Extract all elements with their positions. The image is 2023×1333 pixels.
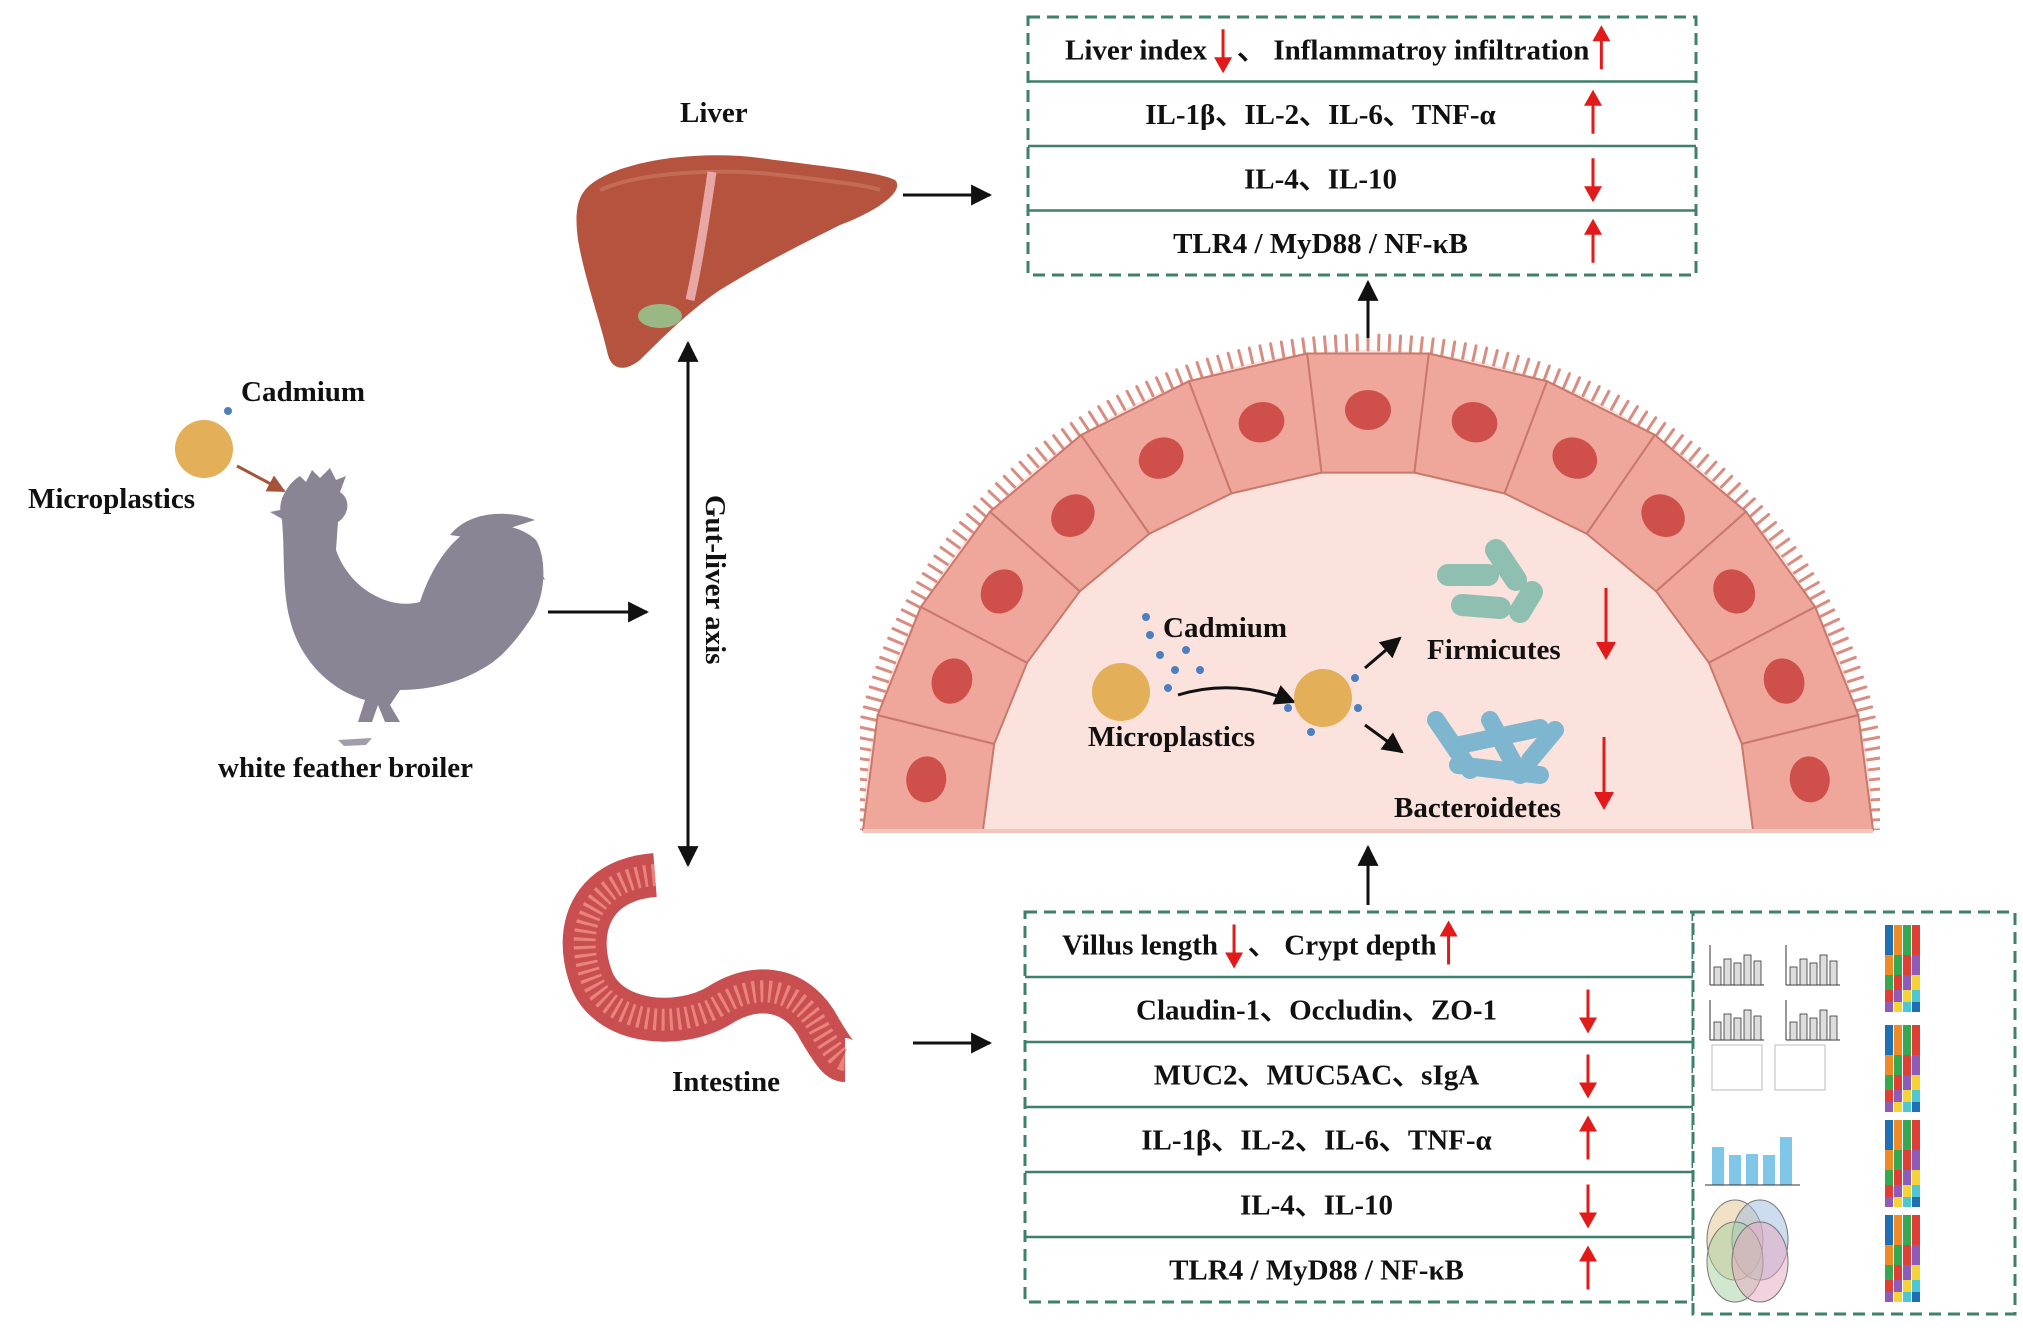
panel-row-text: TLR4 / MyD88 / NF-κB xyxy=(1173,228,1468,260)
panel-row-text: IL-1β、IL-2、IL-6、TNF-α xyxy=(1145,99,1495,131)
broiler-label: white feather broiler xyxy=(218,752,473,784)
panel-row-text: Villus length xyxy=(1062,930,1218,962)
panel-row-text: TLR4 / MyD88 / NF-κB xyxy=(1169,1255,1464,1287)
panel-row-text: 、 Inflammatroy infiltration xyxy=(1237,34,1589,66)
firmicutes-icon xyxy=(1437,539,1543,623)
liver-label: Liver xyxy=(680,97,748,129)
panel-row-text: IL-1β、IL-2、IL-6、TNF-α xyxy=(1141,1125,1491,1157)
panel-row-text: IL-4、IL-10 xyxy=(1240,1190,1393,1222)
gut-liver-axis-label: Gut-liver axis xyxy=(699,495,731,664)
liver-marker-panel: Liver index 、 Inflammatroy infiltrationIL… xyxy=(1026,15,1698,277)
cell-nucleus xyxy=(1451,402,1498,443)
supplementary-charts-thumbnail xyxy=(1691,910,2017,1316)
rooster-icon xyxy=(270,468,545,746)
microplastic-cadmium-complex xyxy=(1284,669,1362,736)
firmicutes-label: Firmicutes xyxy=(1427,634,1561,666)
intestine-icon xyxy=(562,853,855,1082)
cadmium-particle xyxy=(224,407,232,415)
panel-row-text: Liver index xyxy=(1065,34,1208,66)
cell-nucleus xyxy=(1238,402,1285,443)
cell-nucleus xyxy=(980,569,1023,614)
microplastics-source xyxy=(175,407,286,493)
intestine-label: Intestine xyxy=(672,1066,780,1098)
intestinal-epithelium xyxy=(860,333,1880,833)
microplastics-label-center: Microplastics xyxy=(1088,721,1255,753)
bacteroidetes-label: Bacteroidetes xyxy=(1394,792,1561,824)
intestine-marker-panel: Villus length 、 Crypt depthClaudin-1、Occl… xyxy=(1023,910,1695,1304)
cell-nucleus xyxy=(1138,437,1184,479)
cell-nucleus xyxy=(1641,494,1685,537)
cell-nucleus xyxy=(1345,390,1391,430)
cadmium-label-left: Cadmium xyxy=(241,376,365,408)
liver-icon xyxy=(576,155,898,368)
panel-row-text: IL-4、IL-10 xyxy=(1244,163,1397,195)
panel-row-text: 、 Crypt depth xyxy=(1248,930,1437,962)
cell-nucleus xyxy=(931,658,973,704)
cell-nucleus xyxy=(1763,658,1805,704)
cell-nucleus xyxy=(906,756,947,803)
microplastic-particle xyxy=(1092,663,1150,721)
cell-nucleus xyxy=(1713,569,1756,614)
cadmium-label-center: Cadmium xyxy=(1163,612,1287,644)
cell-nucleus xyxy=(1051,494,1095,537)
panel-row-text: MUC2、MUC5AC、sIgA xyxy=(1154,1060,1479,1092)
cell-nucleus xyxy=(1789,756,1830,803)
cadmium-cluster xyxy=(1142,613,1204,692)
cell-nucleus xyxy=(1552,437,1598,479)
bacteroidetes-icon xyxy=(1427,711,1564,784)
microplastics-label-left: Microplastics xyxy=(28,483,195,515)
panel-row-text: Claudin-1、Occludin、ZO-1 xyxy=(1136,995,1497,1027)
